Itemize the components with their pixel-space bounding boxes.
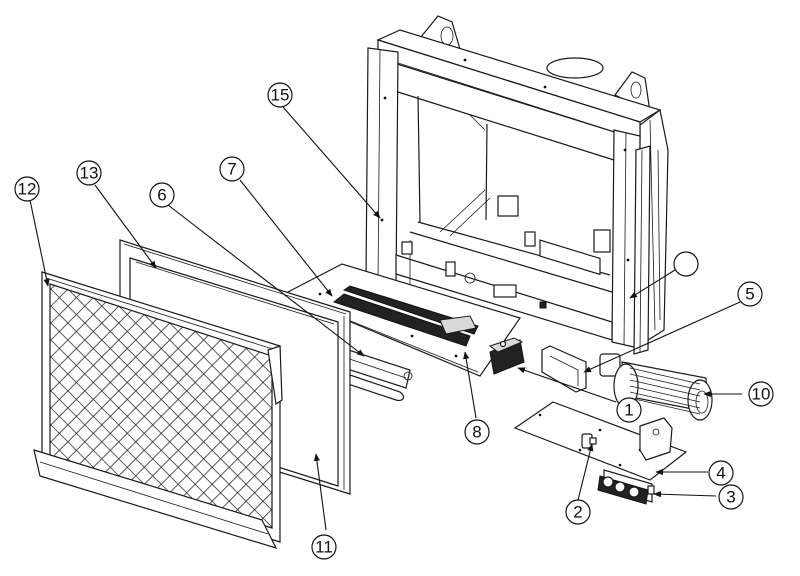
callout-15 — [673, 251, 699, 277]
callout-4: 4 — [708, 460, 734, 486]
callout-11: 11 — [311, 534, 337, 560]
part-valve-plate — [513, 401, 688, 481]
part-side-panel — [633, 145, 651, 355]
callout-label: 10 — [752, 385, 771, 404]
leader-7 — [239, 179, 333, 297]
part-bracket — [541, 345, 587, 393]
leader-1 — [517, 367, 617, 403]
callout-label: 8 — [472, 423, 481, 442]
callout-12: 12 — [14, 176, 40, 202]
callout-10: 10 — [748, 381, 774, 407]
part-control-module — [488, 337, 525, 375]
leader-5 — [583, 301, 741, 373]
leader-2 — [577, 443, 594, 501]
callout-14: 15 — [267, 82, 293, 108]
callout-label: 7 — [227, 160, 236, 179]
part-gas-valve — [597, 469, 655, 505]
callout-label: 11 — [315, 538, 333, 557]
callout-label: 5 — [745, 285, 754, 304]
callout-label: 3 — [726, 488, 735, 507]
callout-label: 6 — [157, 186, 166, 205]
callout-label: 2 — [573, 503, 582, 522]
leader-12 — [29, 199, 50, 287]
callout-label: 13 — [80, 164, 99, 183]
callout-6: 6 — [149, 182, 175, 208]
callout-label: 15 — [271, 86, 290, 105]
callout-1: 1 — [616, 397, 642, 423]
callout-7: 7 — [219, 156, 245, 182]
part-mesh-screen — [33, 271, 283, 549]
leader-lines — [29, 106, 742, 531]
callout-3: 3 — [718, 484, 744, 510]
part-blower-fan — [599, 353, 713, 421]
callout-label: 4 — [716, 464, 725, 483]
callout-label: 1 — [624, 401, 633, 420]
leader-11 — [313, 453, 327, 531]
part-valve-fitting — [581, 433, 597, 449]
leader-8 — [463, 351, 477, 419]
leader-13 — [94, 184, 157, 269]
leader-14 — [282, 106, 381, 219]
leader-6 — [167, 204, 365, 357]
callout-2: 2 — [565, 499, 591, 525]
leader-15 — [629, 269, 676, 299]
leader-3 — [653, 491, 717, 498]
callout-5: 5 — [737, 281, 763, 307]
part-burner-strip — [332, 285, 479, 347]
callout-8: 8 — [464, 419, 490, 445]
callout-13: 13 — [76, 160, 102, 186]
callout-label: 12 — [18, 180, 37, 199]
